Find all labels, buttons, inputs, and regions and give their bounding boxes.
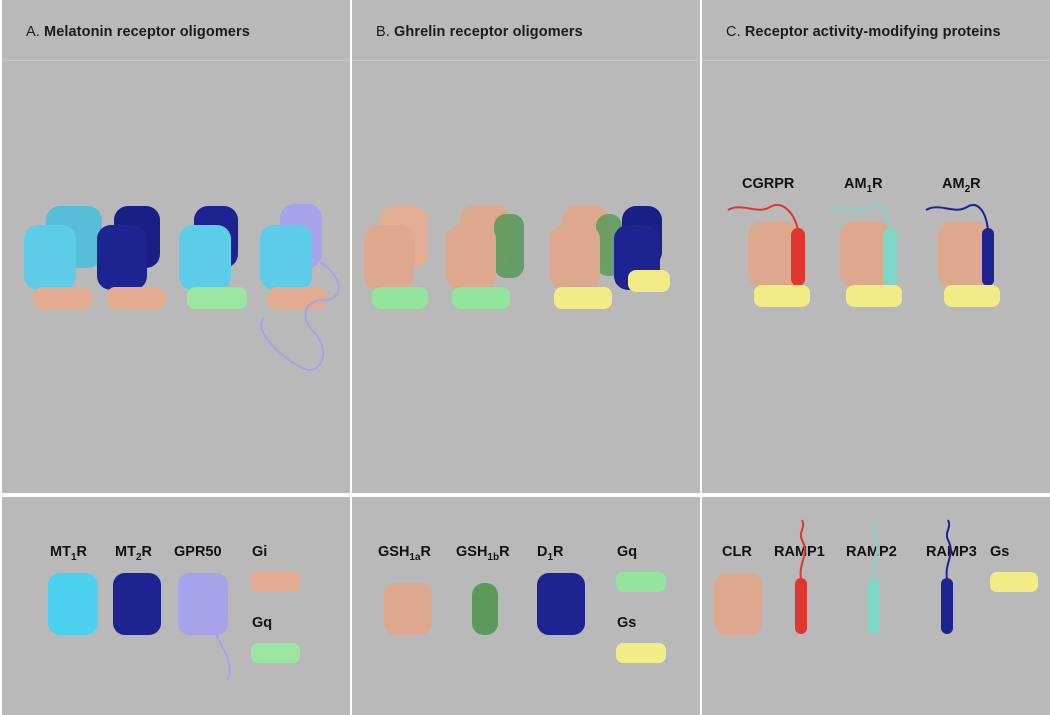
panel-melatonin: A. Melatonin receptor oligomers MT bbox=[2, 0, 350, 715]
clr-receptor-icon bbox=[714, 573, 762, 635]
panel-c-title-text: Receptor activity-modifying proteins bbox=[744, 24, 1001, 40]
panel-c-title: C. Receptor activity-modifying proteins bbox=[726, 24, 1001, 40]
legend-gs-label: Gs bbox=[617, 615, 636, 631]
legend-gs-label: Gs bbox=[990, 544, 1009, 560]
panel-a-divider bbox=[2, 493, 350, 497]
gsh1ar-gsh1br-heterodimer bbox=[446, 206, 524, 309]
mt2r-homodimer bbox=[97, 206, 165, 309]
complex-cgrpr-label: CGRPR bbox=[742, 176, 795, 192]
panel-b-header: B. Ghrelin receptor oligomers bbox=[352, 0, 700, 61]
d1-receptor-icon bbox=[537, 573, 585, 635]
panel-b-letter: B. bbox=[376, 24, 390, 40]
legend-d1r-label: D1R bbox=[537, 544, 564, 563]
panel-c-divider bbox=[702, 493, 1050, 497]
legend-gpr50-label: GPR50 bbox=[174, 544, 222, 560]
gsh1b-receptor-icon bbox=[472, 583, 498, 635]
panel-b-figure: GSH1aR GSH1bR D1R Gq Gs bbox=[364, 206, 670, 663]
gi-protein-icon bbox=[251, 572, 300, 592]
panel-c-header: C. Receptor activity-modifying proteins bbox=[702, 0, 1050, 61]
gq-protein-icon bbox=[616, 572, 666, 592]
gsh1a-receptor-icon bbox=[384, 583, 432, 635]
panel-a-header: A. Melatonin receptor oligomers bbox=[2, 0, 350, 61]
legend-gq-label: Gq bbox=[617, 544, 637, 560]
complex-am2r-label: AM2R bbox=[942, 176, 981, 195]
panel-a-figure: MT1R MT2R GPR50 Gi Gq bbox=[24, 204, 340, 681]
gsh1ar-homodimer bbox=[364, 206, 428, 309]
legend-gi-label: Gi bbox=[252, 544, 267, 560]
gq-protein-icon bbox=[251, 643, 300, 663]
gsh1ar-gsh1br-d1r-oligomer bbox=[550, 206, 670, 309]
legend-gsh1ar-label: GSH1aR bbox=[378, 544, 432, 563]
panel-c-letter: C. bbox=[726, 24, 741, 40]
mt1r-homodimer bbox=[24, 206, 102, 309]
gs-protein-icon bbox=[990, 572, 1038, 592]
mt1-receptor-icon bbox=[48, 573, 98, 635]
panel-ghrelin: B. Ghrelin receptor oligomers GSH1aR bbox=[352, 0, 700, 715]
gpr50-receptor-icon bbox=[178, 573, 231, 681]
mt2-receptor-icon bbox=[113, 573, 161, 635]
am2r-complex bbox=[925, 204, 1000, 307]
panel-b-divider bbox=[352, 493, 700, 497]
gs-protein-icon bbox=[616, 643, 666, 663]
legend-ramp2-label: RAMP2 bbox=[846, 544, 897, 560]
legend-gq-label: Gq bbox=[252, 615, 272, 631]
am1r-complex bbox=[827, 204, 902, 307]
ramp3-icon bbox=[941, 519, 953, 634]
complex-am1r-label: AM1R bbox=[844, 176, 883, 195]
panel-c-figure: CGRPR AM1R AM2R CLR RAMP1 bbox=[714, 176, 1038, 635]
ramp2-icon bbox=[868, 519, 880, 634]
ramp1-icon bbox=[795, 519, 807, 634]
legend-clr-label: CLR bbox=[722, 544, 752, 560]
legend-mt2r-label: MT2R bbox=[115, 544, 153, 563]
panel-a-title-text: Melatonin receptor oligomers bbox=[44, 24, 250, 40]
mt1r-gpr50-heterodimer bbox=[260, 204, 340, 372]
panel-ramp: C. Receptor activity-modifying proteins … bbox=[702, 0, 1050, 715]
panel-b-title: B. Ghrelin receptor oligomers bbox=[376, 24, 583, 40]
legend-mt1r-label: MT1R bbox=[50, 544, 88, 563]
mt1r-mt2r-heterodimer bbox=[179, 206, 247, 309]
panel-a-title: A. Melatonin receptor oligomers bbox=[26, 24, 250, 40]
cgrpr-complex bbox=[727, 204, 810, 307]
panel-a-letter: A. bbox=[26, 24, 40, 40]
legend-gsh1br-label: GSH1bR bbox=[456, 544, 510, 563]
panel-b-title-text: Ghrelin receptor oligomers bbox=[394, 24, 583, 40]
legend-ramp1-label: RAMP1 bbox=[774, 544, 825, 560]
